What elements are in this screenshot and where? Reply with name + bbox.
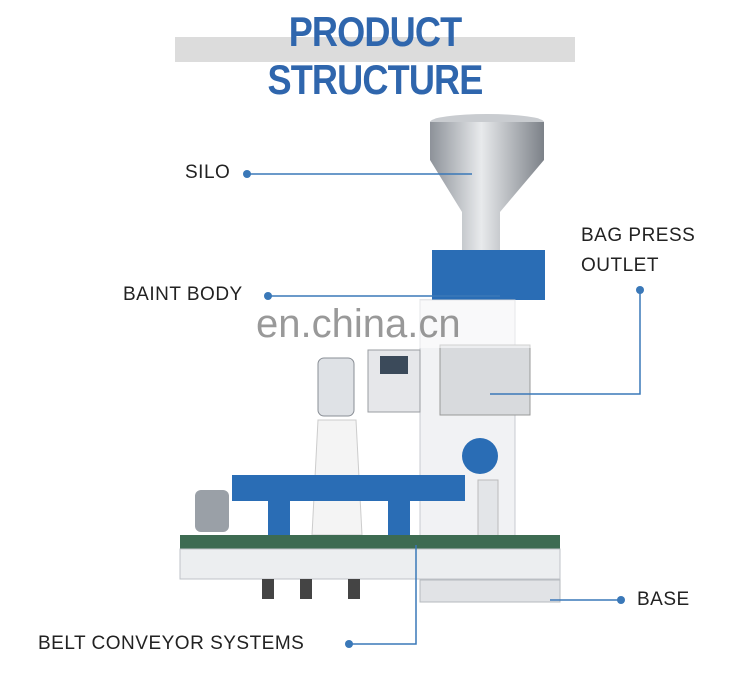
beam-leg — [268, 500, 290, 538]
label-paint-body: BAINT BODY — [123, 284, 243, 305]
title-underlay — [175, 37, 575, 62]
conveyor-frame — [179, 548, 561, 580]
control-screen — [380, 356, 408, 374]
silo-hopper — [430, 114, 544, 250]
conveyor-beam — [232, 475, 465, 501]
label-base: BASE — [637, 589, 690, 610]
watermark-band — [120, 300, 570, 348]
leader-lines — [247, 173, 641, 645]
base-plate — [419, 579, 561, 603]
upper-blue-housing — [432, 250, 545, 300]
label-bag-press: BAG PRESS — [581, 225, 696, 246]
page-title: PRODUCT STRUCTURE — [267, 8, 484, 103]
label-belt-conveyor: BELT CONVEYOR SYSTEMS — [38, 633, 305, 654]
leader-dots — [243, 170, 644, 648]
bag-holder — [317, 357, 355, 417]
beam-leg — [388, 500, 410, 538]
label-silo: SILO — [185, 162, 231, 183]
watermark: en.china.cn — [256, 302, 461, 346]
motor — [195, 490, 229, 532]
blue-disc — [462, 438, 498, 474]
belt — [180, 535, 560, 549]
caster — [262, 579, 274, 599]
bag-clamp-frame — [439, 344, 531, 416]
label-outlet: OUTLET — [581, 255, 659, 276]
caster — [348, 579, 360, 599]
caster — [300, 579, 312, 599]
